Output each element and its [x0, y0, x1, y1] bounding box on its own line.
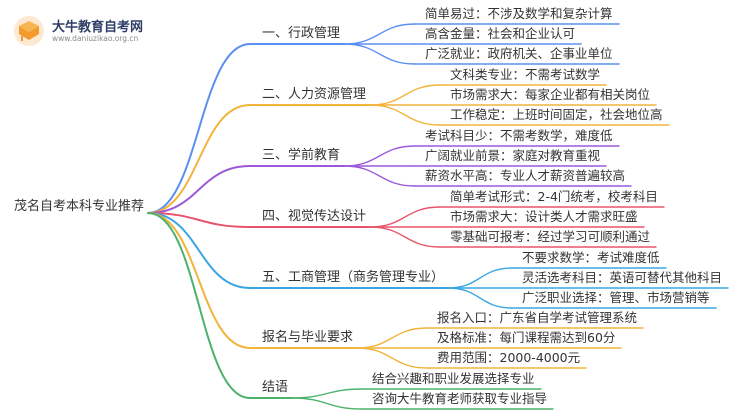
root-node: 茂名自考本科专业推荐	[14, 199, 145, 214]
leaf-1-3: 广泛就业：政府机关、企事业单位	[425, 46, 613, 61]
branch-3-label: 三、学前教育	[262, 148, 341, 163]
leaf-3-3-connector	[343, 165, 416, 187]
branch-2-label: 二、人力资源管理	[262, 87, 367, 102]
leaf-7-2-connector	[291, 397, 363, 410]
branch-5-label: 五、工商管理（商务管理专业）	[262, 270, 445, 285]
leaf-4-1: 简单考试形式：2-4门统考，校考科目	[450, 189, 658, 204]
leaf-3-3: 薪资水平高：专业人才薪资普遍较高	[425, 168, 626, 183]
leaf-1-1-connector	[343, 23, 416, 45]
leaf-2-3: 工作稳定：上班时间固定，社会地位高	[450, 107, 663, 122]
leaf-1-3-connector	[343, 43, 416, 65]
branch-4-connector	[147, 212, 251, 228]
leaf-6-2: 及格标准：每门课程需达到60分	[437, 330, 616, 345]
leaf-4-1-connector	[369, 206, 441, 228]
leaf-5-1: 不要求数学：考试难度低	[522, 250, 660, 265]
leaf-7-1: 结合兴趣和职业发展选择专业	[372, 371, 535, 386]
leaf-7-1-connector	[291, 388, 363, 399]
site-logo: 大牛教育自考网 www.daniuzikao.org.cn	[12, 12, 212, 52]
branch-5-connector	[147, 212, 251, 289]
book-logo-icon	[14, 16, 44, 46]
leaf-5-3-connector	[447, 287, 513, 309]
leaf-2-1-connector	[369, 84, 441, 106]
leaf-5-2: 灵活选考科目：英语可替代其他科目	[522, 270, 723, 285]
leaf-2-1: 文科类专业：不需考试数学	[450, 67, 601, 82]
branch-3-connector	[147, 165, 251, 214]
branch-4-label: 四、视觉传达设计	[262, 209, 367, 224]
leaf-6-1-connector	[356, 327, 428, 349]
leaf-6-3-connector	[356, 347, 428, 369]
branch-6-label: 报名与毕业要求	[262, 330, 354, 345]
leaf-2-2: 市场需求大：每家企业都有相关岗位	[450, 87, 651, 102]
leaf-6-3: 费用范围：2000-4000元	[437, 350, 581, 365]
leaf-5-3: 广泛职业选择：管理、市场营销等	[522, 290, 710, 305]
branch-2-connector	[147, 104, 251, 214]
leaf-1-1: 简单易过：不涉及数学和复杂计算	[425, 6, 613, 21]
leaf-4-3-connector	[369, 226, 441, 248]
leaf-2-3-connector	[369, 104, 441, 126]
logo-url: www.daniuzikao.org.cn	[52, 34, 139, 43]
leaf-7-2: 咨询大牛教育老师获取专业指导	[372, 391, 548, 406]
leaf-3-1: 考试科目少：不需考数学，难度低	[425, 128, 613, 143]
leaf-4-3: 零基础可报考：经过学习可顺利通过	[450, 229, 651, 244]
leaf-3-1-connector	[343, 145, 416, 167]
leaf-4-2: 市场需求大：设计类人才需求旺盛	[450, 209, 638, 224]
branch-1-label: 一、行政管理	[262, 26, 341, 41]
leaf-5-1-connector	[447, 267, 513, 289]
logo-name: 大牛教育自考网	[52, 20, 144, 35]
leaf-1-2: 高含金量：社会和企业认可	[425, 26, 576, 41]
leaf-3-2: 广阔就业前景：家庭对教育重视	[425, 148, 601, 163]
branch-1-connector	[147, 43, 251, 214]
branch-7-label: 结语	[262, 380, 289, 395]
leaf-6-1: 报名入口：广东省自学考试管理系统	[437, 310, 638, 325]
branch-7-connector	[147, 212, 251, 399]
branch-6-connector	[147, 212, 251, 349]
